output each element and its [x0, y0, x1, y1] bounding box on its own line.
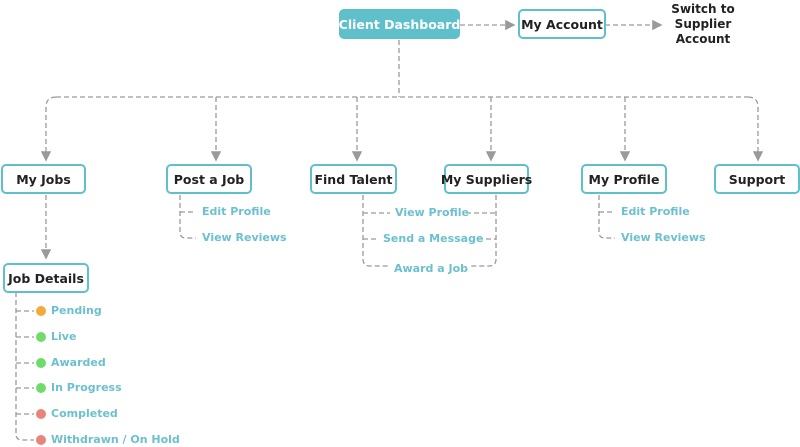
status-dot-pending — [36, 306, 46, 316]
status-dot-live — [36, 332, 46, 342]
status-pending: Pending — [51, 304, 102, 317]
status-dot-in-progress — [36, 383, 46, 393]
supplier-view-profile-link[interactable]: View Profile — [395, 206, 469, 219]
supplier-send-message-link[interactable]: Send a Message — [383, 232, 484, 245]
my-account-node[interactable]: My Account — [518, 9, 606, 39]
find-talent-node[interactable]: Find Talent — [310, 164, 397, 194]
my-suppliers-node[interactable]: My Suppliers — [441, 164, 532, 194]
client-dashboard-node[interactable]: Client Dashboard — [339, 9, 460, 39]
support-node[interactable]: Support — [714, 164, 800, 194]
status-dot-withdrawn — [36, 435, 46, 445]
status-awarded: Awarded — [51, 356, 106, 369]
profile-edit-profile-link[interactable]: Edit Profile — [621, 205, 690, 218]
my-profile-node[interactable]: My Profile — [581, 164, 667, 194]
post-job-edit-profile-link[interactable]: Edit Profile — [202, 205, 271, 218]
profile-view-reviews-link[interactable]: View Reviews — [621, 231, 706, 244]
status-in-progress: In Progress — [51, 381, 122, 394]
post-a-job-node[interactable]: Post a Job — [166, 164, 252, 194]
status-completed: Completed — [51, 407, 118, 420]
status-live: Live — [51, 330, 77, 343]
status-dot-completed — [36, 409, 46, 419]
job-details-node[interactable]: Job Details — [3, 263, 89, 293]
switch-to-supplier-label[interactable]: Switch to Supplier Account — [671, 2, 735, 46]
status-dot-awarded — [36, 358, 46, 368]
status-withdrawn: Withdrawn / On Hold — [51, 433, 180, 446]
my-jobs-node[interactable]: My Jobs — [1, 164, 86, 194]
post-job-view-reviews-link[interactable]: View Reviews — [202, 231, 287, 244]
supplier-award-job-link[interactable]: Award a Job — [394, 262, 469, 275]
